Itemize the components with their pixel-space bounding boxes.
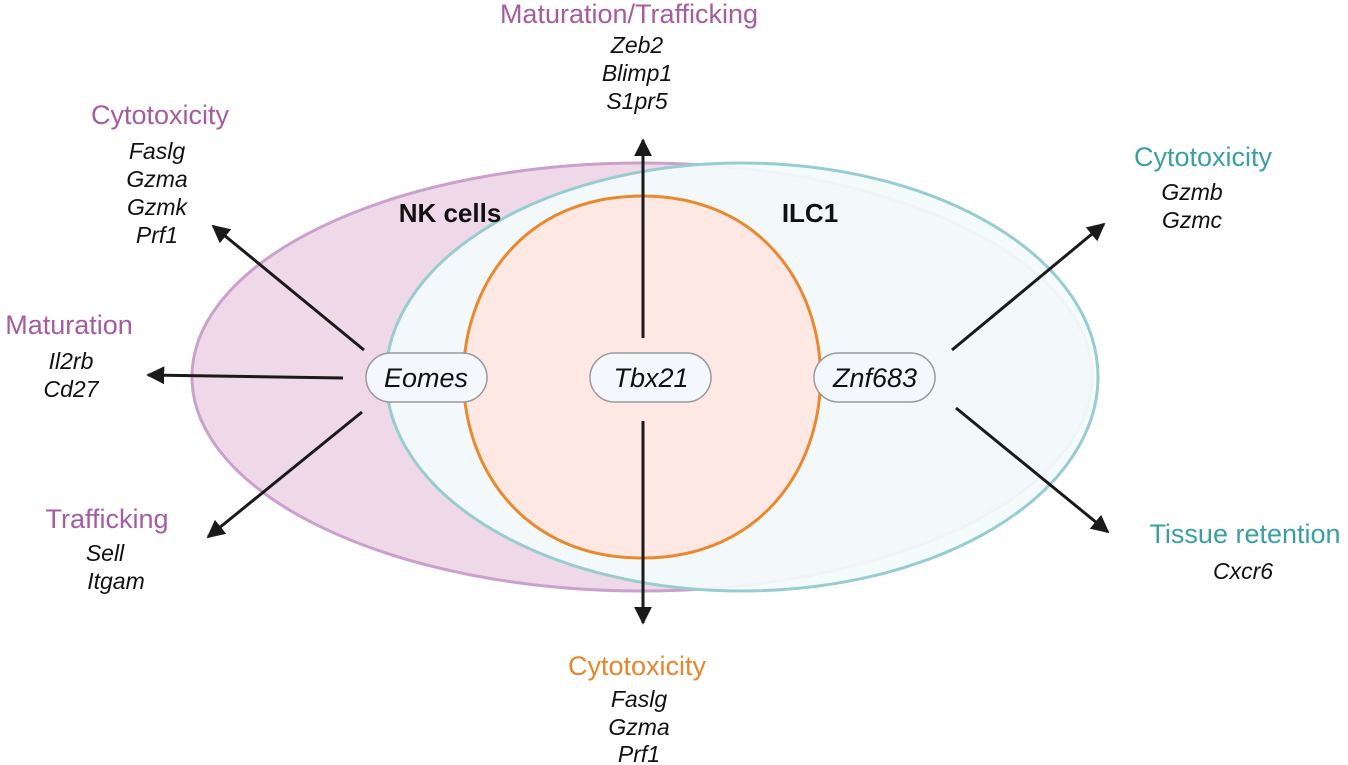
gene-label: S1pr5 [606,88,668,114]
arrow-znf683-cytotoxicity [951,222,1106,352]
gene-label: Cxcr6 [1213,558,1273,584]
nk-cells-label: NK cells [399,198,502,228]
group-title: Cytotoxicity [91,100,230,130]
group-title: Cytotoxicity [1134,142,1273,172]
gene-label: Il2rb [49,348,94,374]
group-title: Maturation/Trafficking [500,0,758,29]
eomes-label: Eomes [384,363,468,393]
gene-label: Zeb2 [610,32,664,58]
ilc1-label: ILC1 [782,198,838,228]
arrow-eomes-maturation [146,366,344,385]
tbx21-label: Tbx21 [613,363,688,393]
znf683-label: Znf683 [832,363,917,393]
znf683-pill [813,352,936,403]
group-nk-cytotoxicity: Cytotoxicity Faslg Gzma Gzmk Prf1 [91,100,230,248]
gene-label: Prf1 [618,741,660,765]
eomes-node: Eomes [365,352,488,403]
group-title: Trafficking [45,504,168,534]
tbx21-pill [589,352,712,403]
arrow-eomes-trafficking [206,410,363,539]
group-title: Maturation [5,310,133,340]
eomes-pill [365,352,488,403]
gene-label: Blimp1 [602,60,672,86]
znf683-node: Znf683 [813,352,936,403]
group-shared-cytotoxicity: Cytotoxicity Faslg Gzma Prf1 [568,651,707,765]
group-title: Cytotoxicity [568,651,707,681]
gene-label: Gzmb [1161,179,1223,205]
gene-label: Itgam [87,568,145,594]
arrow-eomes-cytotoxicity [211,224,365,352]
gene-label: Gzmk [127,194,189,220]
gene-label: Sell [86,540,125,566]
arrow-znf683-tissue [955,406,1110,534]
gene-label: Faslg [129,138,185,164]
gene-label: Faslg [611,686,667,712]
gene-label: Gzmc [1162,207,1223,233]
group-maturation-trafficking: Maturation/Trafficking Zeb2 Blimp1 S1pr5 [500,0,758,114]
gene-label: Prf1 [136,222,178,248]
group-nk-maturation: Maturation Il2rb Cd27 [5,310,133,402]
gene-label: Gzma [126,166,187,192]
group-title: Tissue retention [1149,519,1340,549]
gene-label: Cd27 [44,376,100,402]
gene-label: Gzma [608,714,669,740]
group-nk-trafficking: Trafficking Sell Itgam [45,504,168,594]
arrows [146,138,1110,625]
tbx21-node: Tbx21 [589,352,712,403]
group-ilc1-tissue-retention: Tissue retention Cxcr6 [1149,519,1340,584]
group-ilc1-cytotoxicity: Cytotoxicity Gzmb Gzmc [1134,142,1273,233]
